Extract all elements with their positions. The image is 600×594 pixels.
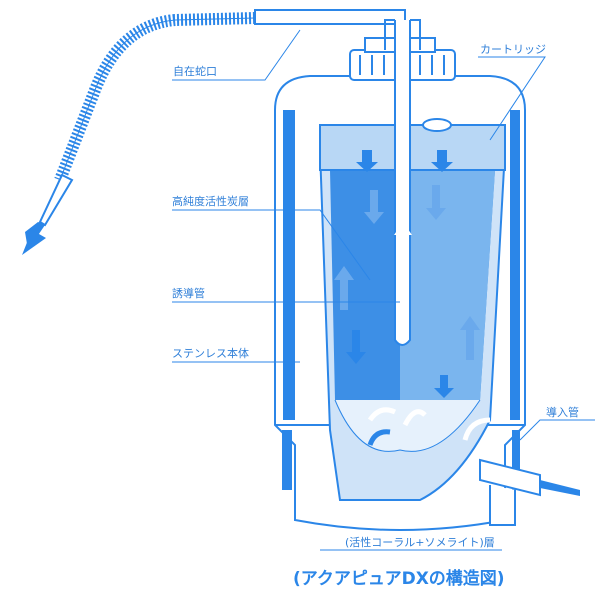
flexible-faucet [22,9,406,255]
leader-lines [172,29,595,551]
label-coral-layer: (活性コーラル+ソメライト)層 [345,536,495,549]
label-carbon-layer: 高純度活性炭層 [172,195,249,208]
label-cartridge: カートリッジ [480,43,546,56]
diagram-title: (アクアピュアDXの構造図) [293,569,505,589]
label-stainless-body: ステンレス本体 [172,347,249,360]
label-faucet: 自在蛇口 [173,65,217,78]
flow-arrows [334,150,491,446]
label-inlet-tube: 導入管 [546,406,579,419]
guide-tube [384,19,421,346]
label-guide-tube: 誘導管 [172,287,205,300]
inlet-tube [479,458,580,526]
